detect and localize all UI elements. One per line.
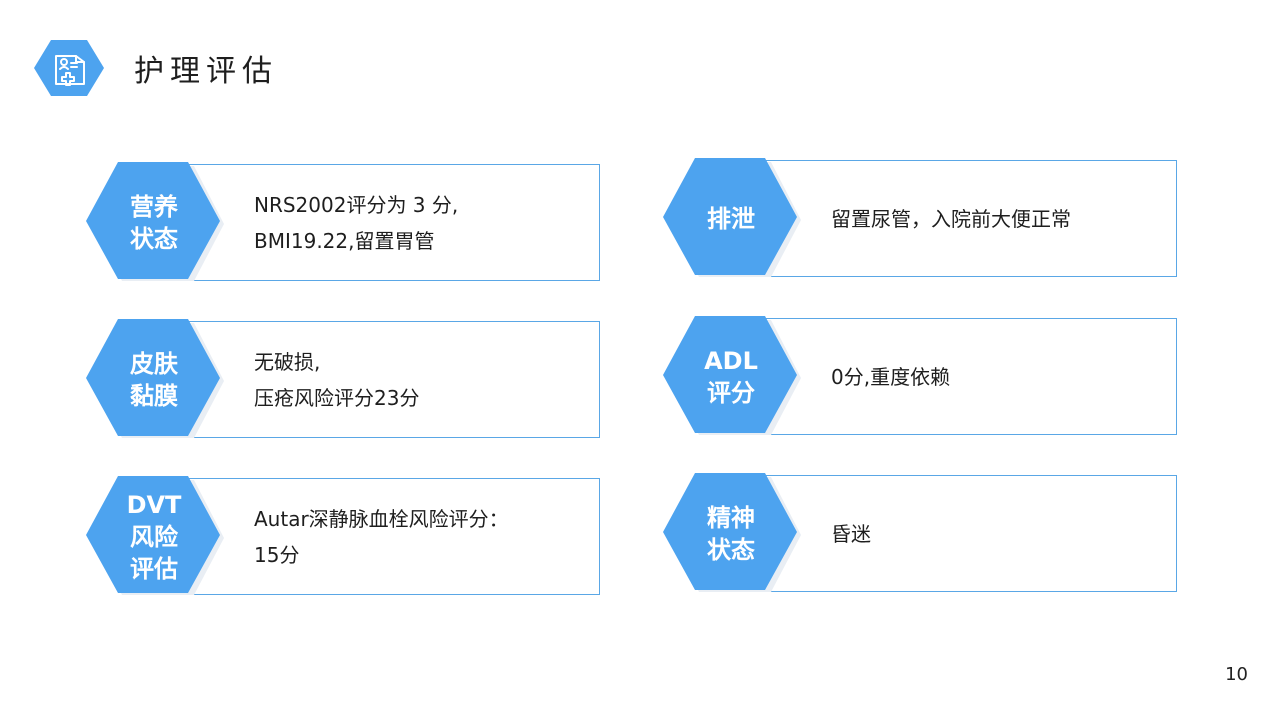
card-text-line: 无破损, xyxy=(254,349,321,374)
card-label: 精神 状态 xyxy=(707,503,755,564)
card-skin: 皮肤 黏膜 无破损, 压疮风险评分23分 xyxy=(84,317,604,442)
card-content-box xyxy=(156,478,600,595)
card-text: Autar深静脉血栓风险评分： 15分 xyxy=(254,478,594,595)
card-label: 营养 状态 xyxy=(130,192,178,253)
card-label: DVT 风险 评估 xyxy=(126,490,182,583)
card-label: 排泄 xyxy=(707,204,755,233)
card-text: 0分,重度依赖 xyxy=(831,318,1171,435)
card-content-box xyxy=(156,164,600,281)
card-text-line: 0分,重度依赖 xyxy=(831,364,951,389)
card-nutrition: 营养 状态 NRS2002评分为 3 分, BMI19.22,留置胃管 xyxy=(84,160,604,285)
card-content-box xyxy=(733,475,1177,592)
page-title: 护理评估 xyxy=(134,54,278,89)
card-adl: ADL 评分 0分,重度依赖 xyxy=(661,314,1181,439)
card-content-box xyxy=(733,318,1177,435)
hexagon-badge xyxy=(86,319,224,438)
medical-folder-icon xyxy=(34,40,104,96)
card-text-line: 15分 xyxy=(254,542,300,567)
hexagon-badge xyxy=(663,473,801,592)
card-excretion: 排泄 留置尿管，入院前大便正常 xyxy=(661,156,1181,281)
card-dvt: DVT 风险 评估 Autar深静脉血栓风险评分： 15分 xyxy=(84,474,604,599)
page-number: 10 xyxy=(1225,664,1248,685)
card-text-line: 昏迷 xyxy=(831,521,871,546)
card-text: 留置尿管，入院前大便正常 xyxy=(831,160,1171,277)
card-text: NRS2002评分为 3 分, BMI19.22,留置胃管 xyxy=(254,164,594,281)
hexagon-badge xyxy=(663,158,801,277)
hexagon-badge xyxy=(663,316,801,435)
card-text: 昏迷 xyxy=(831,475,1171,592)
card-text-line: 留置尿管，入院前大便正常 xyxy=(831,206,1071,231)
card-text-line: NRS2002评分为 3 分, xyxy=(254,192,459,217)
card-text-line: Autar深静脉血栓风险评分： xyxy=(254,506,509,531)
card-text: 无破损, 压疮风险评分23分 xyxy=(254,321,594,438)
card-label: ADL 评分 xyxy=(704,346,758,407)
hexagon-badge xyxy=(86,162,224,281)
card-content-box xyxy=(733,160,1177,277)
hexagon-badge xyxy=(86,476,224,595)
card-text-line: BMI19.22,留置胃管 xyxy=(254,228,435,253)
card-label: 皮肤 黏膜 xyxy=(130,349,178,410)
card-mental: 精神 状态 昏迷 xyxy=(661,471,1181,596)
card-text-line: 压疮风险评分23分 xyxy=(254,385,420,410)
